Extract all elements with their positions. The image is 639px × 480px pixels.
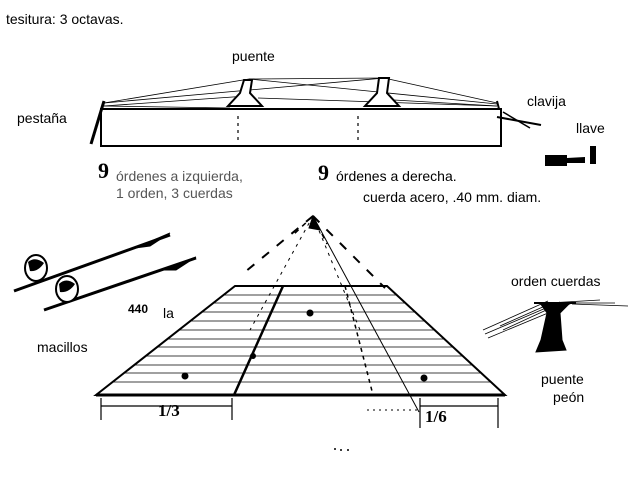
pestana-post (89, 100, 106, 145)
soundbox (100, 108, 502, 147)
string-spec-text: cuerda acero, .40 mm. diam. (363, 189, 542, 205)
pestana-label: pestaña (17, 110, 67, 126)
la-label: la (163, 305, 174, 321)
detail-view (482, 299, 629, 353)
llave-label: llave (576, 120, 605, 136)
right-orders-number: 9 (318, 160, 329, 185)
side-view (89, 77, 542, 147)
macillos-icon (13, 232, 197, 312)
llave-icon (545, 146, 596, 166)
puente-peon-icon (535, 302, 572, 353)
bridge-right (362, 77, 402, 107)
orden-cuerdas-label: orden cuerdas (511, 273, 601, 289)
right-orders-text: órdenes a derecha. (336, 168, 457, 184)
puente-peon-label-1: puente (541, 371, 584, 387)
left-orders-text: órdenes a izquierda, (116, 168, 243, 184)
tesitura-label: tesitura: 3 octavas. (6, 11, 124, 27)
macillos-label: macillos (37, 339, 88, 355)
bridge-left (225, 79, 265, 107)
plan-view (93, 214, 508, 428)
clavija-label: clavija (527, 93, 566, 109)
freq-label: 440 (128, 302, 149, 316)
left-strings-text: 1 orden, 3 cuerdas (116, 185, 233, 201)
sixth-label: 1/6 (425, 407, 447, 426)
puente-label: puente (232, 48, 275, 64)
strings-side (103, 77, 498, 109)
trapezoid (93, 285, 508, 396)
puente-peon-label-2: peón (553, 389, 585, 405)
rosette-dots (181, 309, 428, 382)
left-orders-number: 9 (98, 158, 109, 183)
third-label: 1/3 (158, 401, 180, 420)
speckles (334, 448, 349, 451)
